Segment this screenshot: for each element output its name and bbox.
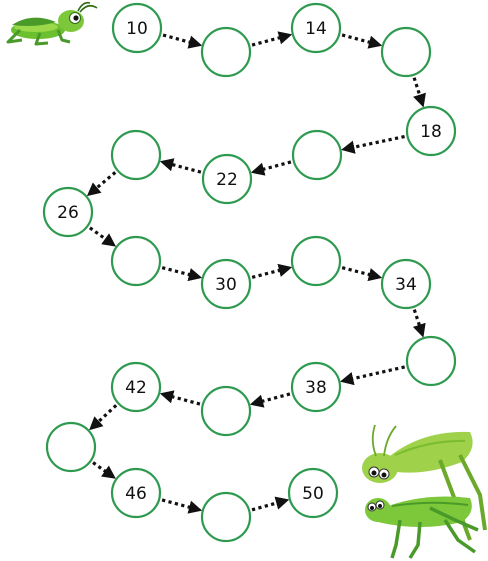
node-circle[interactable]	[47, 423, 95, 471]
node-number: 14	[305, 19, 327, 39]
node-circle[interactable]	[112, 237, 160, 285]
path-arrow	[256, 162, 291, 171]
blank-node[interactable]	[293, 131, 341, 179]
number-node: 38	[292, 363, 340, 411]
path-arrow	[162, 500, 197, 509]
blank-node[interactable]	[382, 28, 430, 76]
path-arrow	[255, 394, 290, 403]
path-arrow	[93, 463, 111, 476]
blank-node[interactable]	[292, 237, 340, 285]
node-number: 30	[215, 275, 237, 295]
blank-node[interactable]	[202, 387, 250, 435]
node-number: 22	[216, 170, 238, 190]
node-number: 46	[125, 484, 147, 504]
node-number: 50	[302, 484, 324, 504]
number-node: 22	[203, 155, 251, 203]
number-node: 26	[44, 188, 92, 236]
path-arrow	[252, 36, 287, 45]
path-arrow	[165, 163, 201, 172]
node-number: 10	[126, 19, 148, 39]
number-node: 18	[407, 107, 455, 155]
number-node: 14	[292, 4, 340, 52]
node-circle[interactable]	[293, 131, 341, 179]
number-node: 10	[113, 4, 161, 52]
node-number: 18	[420, 122, 442, 142]
node-circle[interactable]	[202, 28, 250, 76]
node-number: 26	[57, 203, 79, 223]
number-node: 50	[289, 469, 337, 517]
path-arrow	[252, 501, 284, 510]
node-number: 38	[305, 378, 327, 398]
blank-node[interactable]	[112, 131, 160, 179]
path-arrow	[163, 35, 197, 44]
path-arrow	[165, 395, 200, 404]
node-circle[interactable]	[202, 387, 250, 435]
path-arrow	[90, 228, 112, 244]
number-node: 30	[202, 260, 250, 308]
path-arrow	[414, 78, 422, 103]
number-node: 46	[112, 469, 160, 517]
node-number: 34	[395, 275, 417, 295]
number-node: 42	[112, 363, 160, 411]
path-arrow	[342, 35, 377, 44]
number-node: 34	[382, 260, 430, 308]
path-arrow	[414, 310, 421, 333]
path-arrow	[93, 405, 116, 426]
path-arrow	[345, 367, 404, 380]
path-arrow	[162, 268, 197, 277]
node-circle[interactable]	[407, 337, 455, 385]
blank-node[interactable]	[47, 423, 95, 471]
path-arrow	[252, 268, 287, 277]
blank-node[interactable]	[202, 493, 250, 541]
path-arrow	[346, 137, 404, 149]
blank-node[interactable]	[202, 28, 250, 76]
two-grasshoppers-icon	[362, 425, 485, 558]
node-number: 42	[125, 378, 147, 398]
path-arrow	[91, 172, 115, 192]
grasshopper-icon	[8, 3, 97, 44]
path-arrow	[342, 268, 377, 277]
blank-node[interactable]	[407, 337, 455, 385]
node-circle[interactable]	[382, 28, 430, 76]
node-circle[interactable]	[112, 131, 160, 179]
node-circle[interactable]	[202, 493, 250, 541]
node-circle[interactable]	[292, 237, 340, 285]
blank-node[interactable]	[112, 237, 160, 285]
